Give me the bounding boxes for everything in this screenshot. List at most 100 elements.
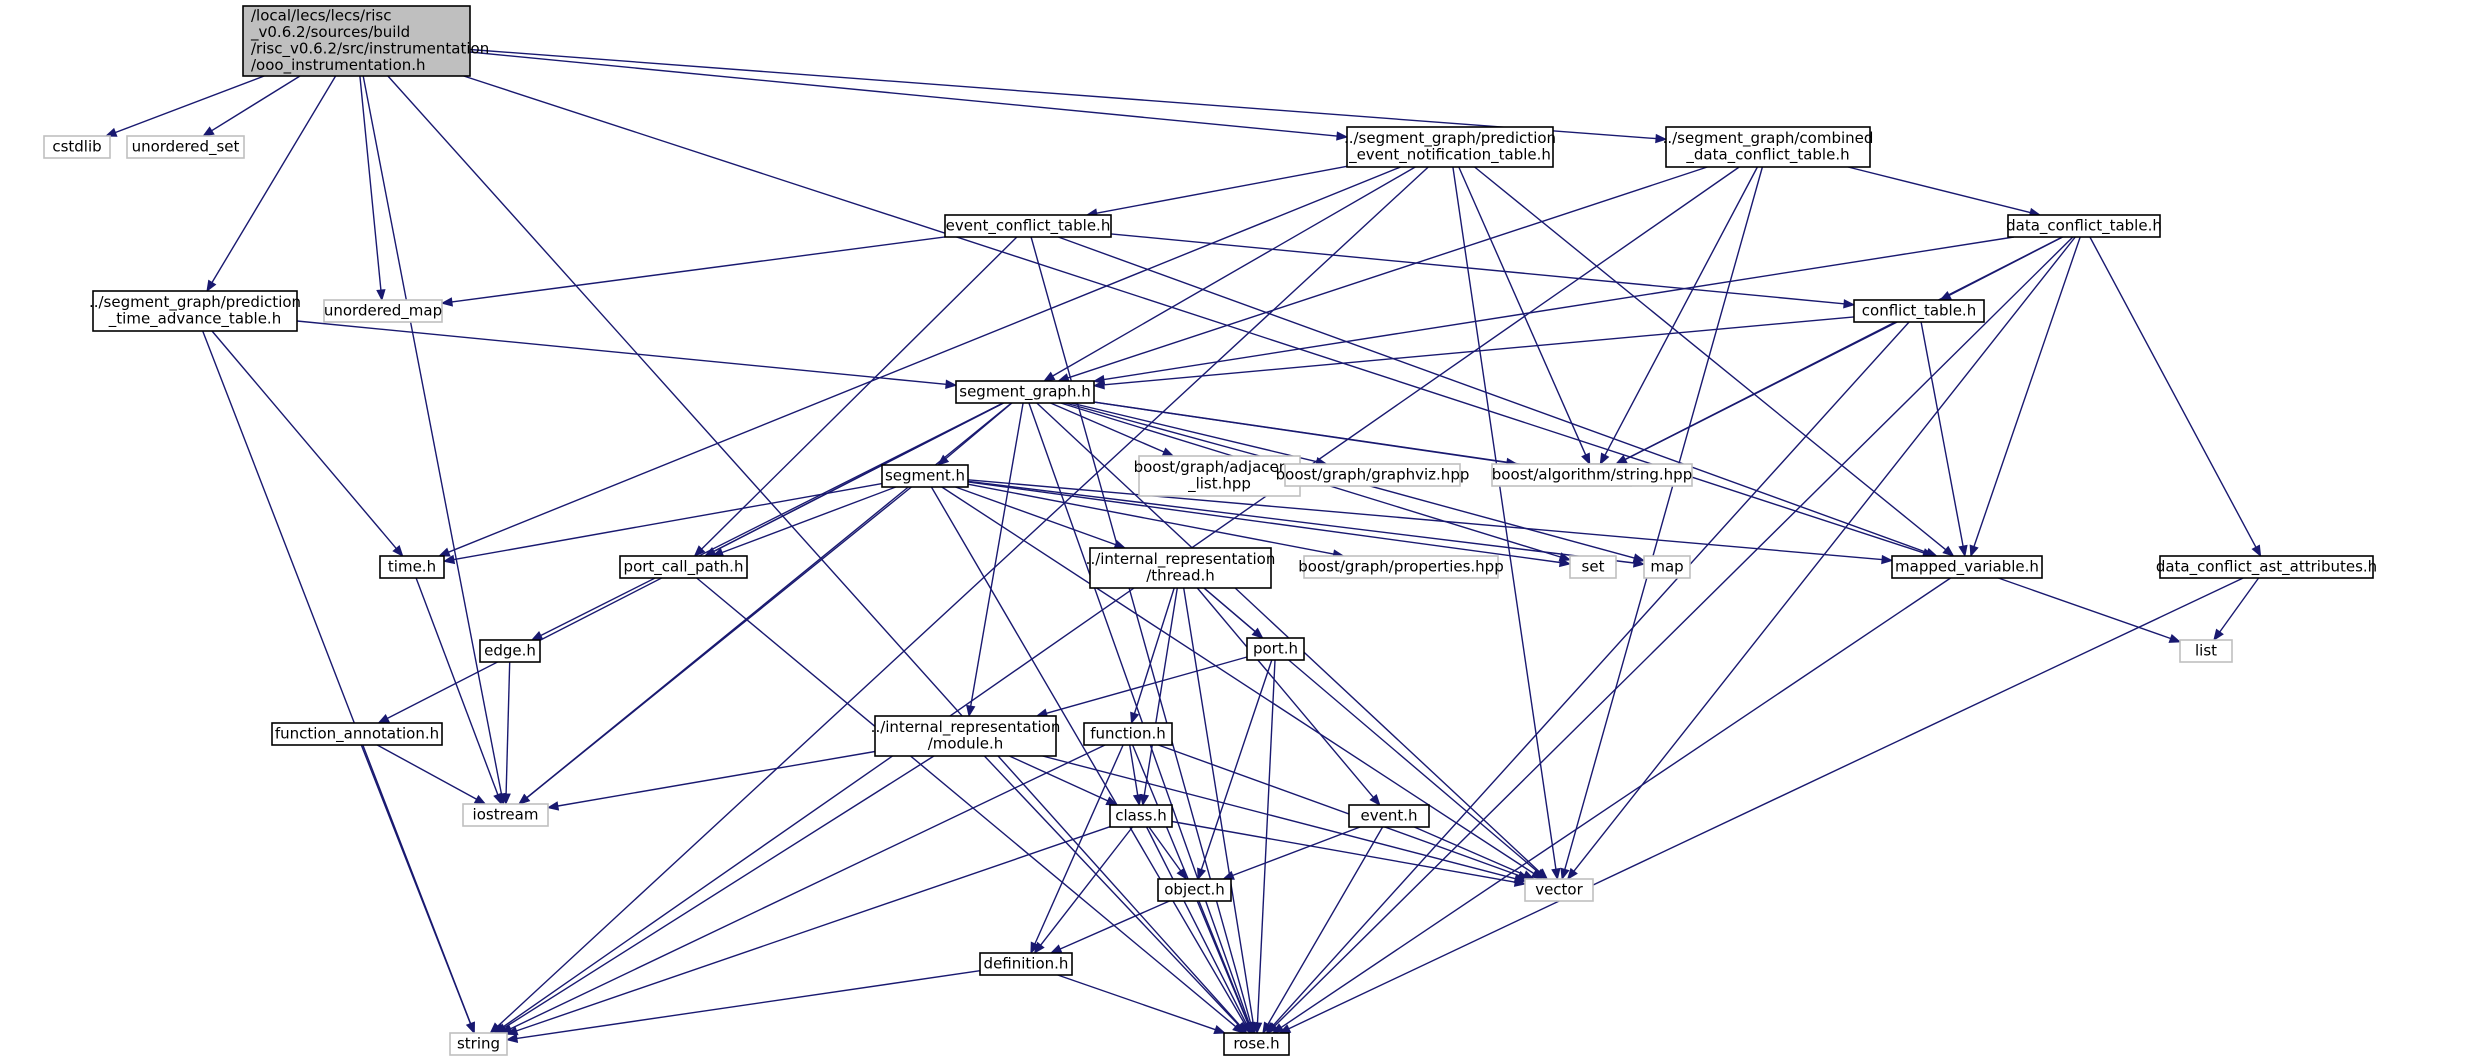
node-graphviz: boost/graph/graphviz.hpp (1276, 463, 1469, 487)
node-label: ../segment_graph/combined (1663, 129, 1874, 148)
include-edge-function_annotation-to-iostream (376, 744, 487, 805)
node-label: /module.h (928, 735, 1004, 753)
include-edge-combined-to-segment_graph (1057, 166, 1708, 383)
include-edge-data_conflict-to-dc_ast (2089, 236, 2262, 558)
node-label: unordered_map (324, 301, 442, 320)
node-module[interactable]: ../internal_representation/module.h (871, 715, 1061, 757)
include-edge-function_annotation-to-string (360, 744, 475, 1035)
include-edge-pred_time-to-time (211, 330, 404, 558)
node-label: /thread.h (1146, 567, 1215, 585)
node-event-conflict[interactable]: event_conflict_table.h (944, 214, 1112, 238)
include-edge-edge-to-iostream (501, 661, 511, 806)
include-edge-module-to-iostream (546, 750, 876, 811)
include-edge-class-to-definition (1033, 826, 1134, 955)
include-edge-pred_time-to-segment_graph (296, 320, 958, 389)
include-edge-combined-to-string (493, 166, 1740, 1034)
include-edge-thread-to-rose (1183, 587, 1258, 1035)
include-edge-segment-to-iostream (518, 486, 912, 805)
node-label: string (457, 1034, 500, 1052)
node-dc-ast[interactable]: data_conflict_ast_attributes.h (2156, 555, 2377, 579)
node-label: ../segment_graph/prediction (89, 293, 301, 312)
include-edge-event-to-rose (1262, 826, 1384, 1035)
include-edge-thread-to-event (1196, 587, 1381, 807)
node-mapped-variable[interactable]: mapped_variable.h (1891, 555, 2043, 579)
include-edge-root-to-unordered_set (202, 75, 301, 137)
include-edge-root-to-unordered_map (359, 75, 386, 302)
node-label: port_call_path.h (624, 557, 744, 576)
include-edge-root-to-pred_event (469, 51, 1349, 141)
include-edge-module-to-string (494, 755, 935, 1034)
node-port-call-path[interactable]: port_call_path.h (619, 555, 748, 579)
include-edge-segment_graph-to-edge (530, 402, 1004, 641)
node-label: _data_conflict_table.h (1685, 146, 1849, 165)
node-label: data_conflict_table.h (2006, 216, 2162, 235)
node-port[interactable]: port.h (1246, 637, 1305, 661)
include-edge-event_conflict-to-port_call_path (693, 236, 1018, 557)
include-edge-segment_graph-to-module (966, 402, 1024, 718)
include-edge-pred_event-to-segment_graph (1042, 166, 1416, 382)
node-class[interactable]: class.h (1109, 804, 1173, 828)
node-label: ../internal_representation (1086, 550, 1276, 569)
node-unordered-map: unordered_map (323, 299, 443, 323)
node-cstdlib: cstdlib (43, 135, 111, 159)
node-label: _list.hpp (1187, 475, 1251, 494)
node-label: unordered_set (132, 137, 240, 156)
include-edge-function-to-class (1129, 744, 1143, 807)
include-edge-conflict_table-to-segment_graph (1092, 316, 1855, 390)
include-edge-segment-to-set (967, 481, 1572, 568)
include-edge-root-to-cstdlib (104, 75, 265, 137)
node-segment-graph[interactable]: segment_graph.h (955, 380, 1095, 404)
node-edge[interactable]: edge.h (479, 639, 541, 663)
node-object[interactable]: object.h (1157, 878, 1232, 902)
include-edge-data_conflict-to-mapped_variable (1969, 236, 2081, 558)
node-combined[interactable]: ../segment_graph/combined_data_conflict_… (1663, 126, 1874, 168)
node-root[interactable]: /local/lecs/lecs/risc_v0.6.2/sources/bui… (242, 5, 489, 77)
node-string: string (449, 1032, 508, 1056)
include-edge-pred_event-to-vector (1452, 166, 1561, 881)
node-label: time.h (388, 557, 436, 575)
include-edge-event_conflict-to-unordered_map (440, 236, 946, 307)
node-thread[interactable]: ../internal_representation/thread.h (1086, 547, 1276, 589)
node-definition[interactable]: definition.h (979, 952, 1073, 976)
node-label: definition.h (984, 954, 1069, 972)
node-time[interactable]: time.h (379, 555, 445, 579)
node-algstring: boost/algorithm/string.hpp (1491, 463, 1693, 487)
node-label: event_conflict_table.h (946, 216, 1111, 235)
header-nodes: /local/lecs/lecs/risc_v0.6.2/sources/bui… (43, 5, 2377, 1056)
node-label: object.h (1164, 880, 1225, 898)
node-function-annotation[interactable]: function_annotation.h (271, 722, 443, 746)
include-edge-class-to-rose (1145, 826, 1252, 1035)
include-edge-segment-to-map (967, 480, 1646, 568)
node-label: ../internal_representation (871, 718, 1061, 737)
include-edge-object-to-definition (1049, 900, 1170, 954)
node-iostream: iostream (462, 803, 549, 827)
node-function[interactable]: function.h (1083, 722, 1173, 746)
node-label: boost/graph/adjacency (1134, 458, 1306, 476)
node-label: _v0.6.2/sources/build (250, 23, 410, 42)
node-label: conflict_table.h (1862, 301, 1976, 320)
include-edge-object-to-rose (1198, 900, 1253, 1035)
include-edge-segment-to-time (442, 482, 883, 565)
node-label: _event_notification_table.h (1348, 146, 1551, 165)
node-vector: vector (1524, 878, 1594, 902)
node-data-conflict[interactable]: data_conflict_table.h (2006, 214, 2162, 238)
include-edge-mapped_variable-to-rose (1271, 577, 1951, 1034)
node-label: _time_advance_table.h (108, 310, 281, 329)
node-rose[interactable]: rose.h (1223, 1032, 1290, 1056)
node-label: rose.h (1233, 1034, 1279, 1052)
include-edge-thread-to-function (1130, 587, 1175, 725)
node-label: /ooo_instrumentation.h (251, 56, 426, 75)
node-conflict-table[interactable]: conflict_table.h (1853, 299, 1985, 323)
node-label: map (1650, 557, 1683, 575)
include-edge-port-to-module (1035, 656, 1248, 718)
node-event[interactable]: event.h (1348, 804, 1430, 828)
node-pred-time[interactable]: ../segment_graph/prediction_time_advance… (89, 290, 301, 332)
include-edge-combined-to-data_conflict (1847, 166, 2042, 218)
node-segment[interactable]: segment.h (881, 464, 969, 488)
node-pred-event[interactable]: ../segment_graph/prediction_event_notifi… (1344, 126, 1556, 168)
include-edge-thread-to-vector (1203, 587, 1548, 880)
node-label: function_annotation.h (275, 724, 439, 743)
include-edge-class-to-string (505, 826, 1111, 1036)
include-edge-definition-to-rose (1057, 974, 1227, 1035)
